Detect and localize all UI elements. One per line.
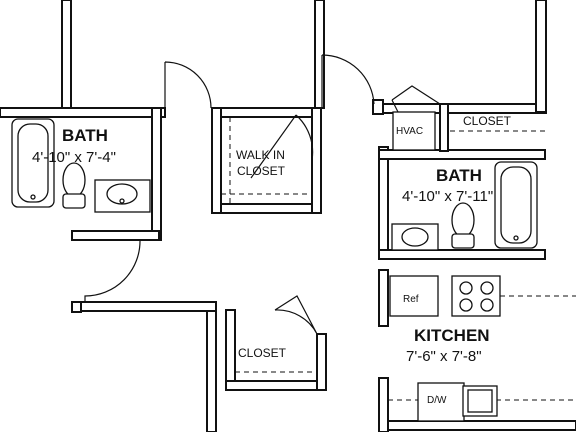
kitchen-fixtures bbox=[388, 275, 576, 422]
sink bbox=[401, 227, 429, 247]
left-bath-fixtures bbox=[11, 118, 151, 213]
closet-top-right-label: CLOSET bbox=[463, 114, 512, 128]
toilet bbox=[62, 162, 86, 198]
left-bath-dims: 4'-10" x 7'-4" bbox=[32, 149, 116, 166]
right-bath-dims: 4'-10" x 7'-11" bbox=[402, 188, 493, 205]
doors bbox=[84, 54, 441, 335]
dw-label: D/W bbox=[427, 395, 447, 406]
hvac-unit bbox=[392, 111, 436, 151]
hvac-label: HVAC bbox=[396, 126, 423, 137]
sink bbox=[106, 183, 138, 205]
dishwasher bbox=[417, 382, 465, 422]
refrigerator bbox=[389, 275, 439, 317]
walk-in-closet-line1: WALK IN bbox=[236, 148, 285, 162]
closet-lower-label: CLOSET bbox=[238, 346, 287, 360]
toilet bbox=[451, 202, 475, 238]
range bbox=[451, 275, 501, 317]
ref-label: Ref bbox=[403, 294, 419, 305]
left-bath-name: BATH bbox=[62, 126, 108, 145]
right-bath-name: BATH bbox=[436, 166, 482, 185]
kitchen-name: KITCHEN bbox=[414, 326, 490, 345]
kitchen-dims: 7'-6" x 7'-8" bbox=[406, 348, 482, 365]
walk-in-closet-line2: CLOSET bbox=[237, 164, 286, 178]
right-bath-fixtures bbox=[391, 161, 538, 251]
